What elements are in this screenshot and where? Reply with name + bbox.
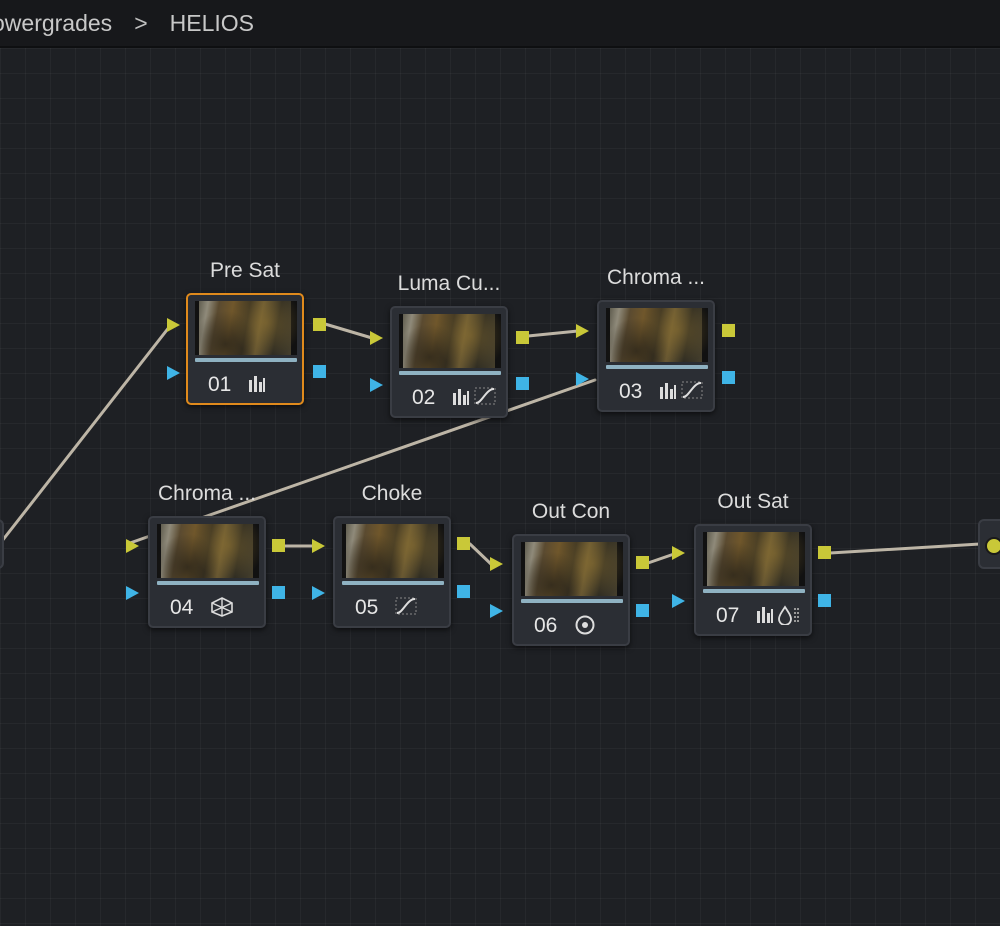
node-body[interactable]: 05 [333, 516, 451, 628]
node-label: Out Con [531, 500, 611, 523]
node-key-bar [521, 599, 623, 603]
node-02-key-output[interactable] [516, 377, 529, 390]
chevron-right-icon: > [134, 9, 148, 36]
node-01[interactable]: Pre Sat 01 [186, 259, 304, 405]
node-label: Choke [361, 482, 423, 505]
node-thumbnail [195, 301, 297, 355]
link-01-02 [323, 322, 374, 340]
node-label: Pre Sat [209, 259, 281, 282]
node-05-rgb-input[interactable] [312, 539, 325, 553]
node-key-bar [399, 371, 501, 375]
link-04-03key [128, 378, 597, 545]
node-label: Chroma ... [606, 266, 706, 289]
node-07-rgb-output[interactable] [818, 546, 831, 559]
node-03-rgb-input[interactable] [576, 324, 589, 338]
node-key-bar [195, 358, 297, 362]
node-01-key-output[interactable] [313, 365, 326, 378]
node-body[interactable]: 03 [597, 300, 715, 412]
node-05-key-output[interactable] [457, 585, 470, 598]
node-02-key-input[interactable] [370, 378, 383, 392]
custom-curve-icon [474, 387, 496, 405]
output-rgb-dot[interactable] [985, 537, 1000, 555]
source-input-node[interactable] [0, 519, 4, 569]
node-body[interactable]: 01 [186, 293, 304, 405]
node-07-key-input[interactable] [672, 594, 685, 608]
link-05-06 [468, 542, 494, 567]
node-04-rgb-output[interactable] [272, 539, 285, 552]
node-key-bar [606, 365, 708, 369]
node-03-key-input[interactable] [576, 372, 589, 386]
node-03-key-output[interactable] [722, 371, 735, 384]
qualifier-3d-icon [211, 597, 233, 617]
curves-bars-icon [249, 376, 265, 392]
node-01-rgb-input[interactable] [167, 318, 180, 332]
node-02[interactable]: Luma Cu... 02 [390, 272, 508, 418]
node-label: Luma Cu... [397, 272, 501, 295]
node-05-rgb-output[interactable] [457, 537, 470, 550]
node-06-key-input[interactable] [490, 604, 503, 618]
link-input-01 [0, 324, 172, 543]
breadcrumb: owergrades > HELIOS [0, 10, 254, 37]
node-thumbnail [606, 308, 708, 362]
node-key-bar [157, 581, 259, 585]
node-number: 03 [619, 380, 643, 403]
output-node[interactable] [978, 519, 1000, 569]
curves-bars-icon [757, 607, 773, 623]
node-number: 07 [716, 604, 740, 627]
custom-curve-icon [681, 381, 703, 399]
node-thumbnail [342, 524, 444, 578]
node-05[interactable]: Choke 05 [333, 482, 451, 628]
node-02-rgb-input[interactable] [370, 331, 383, 345]
node-label: Chroma ... [157, 482, 257, 505]
node-graph-canvas[interactable]: Pre Sat 01 Luma Cu... 02 Chroma . [0, 48, 1000, 926]
node-label: Out Sat [717, 490, 789, 513]
node-03[interactable]: Chroma ... 03 [597, 266, 715, 412]
top-bar: owergrades > HELIOS [0, 0, 1000, 48]
node-number: 04 [170, 596, 194, 619]
node-06[interactable]: Out Con 06 [512, 500, 630, 646]
node-number: 02 [412, 386, 436, 409]
node-body[interactable]: 04 [148, 516, 266, 628]
node-thumbnail [399, 314, 501, 368]
node-body[interactable]: 07 [694, 524, 812, 636]
node-05-key-input[interactable] [312, 586, 325, 600]
breadcrumb-helios[interactable]: HELIOS [169, 9, 254, 36]
curves-bars-icon [453, 389, 469, 405]
node-06-rgb-input[interactable] [490, 557, 503, 571]
node-thumbnail [521, 542, 623, 596]
hsl-drop-icon [778, 605, 799, 625]
node-body[interactable]: 02 [390, 306, 508, 418]
custom-curve-icon [395, 597, 417, 615]
node-04-key-input[interactable] [126, 586, 139, 600]
target-circle-icon [575, 615, 595, 635]
node-number: 01 [208, 373, 232, 396]
node-07-rgb-input[interactable] [672, 546, 685, 560]
node-07-key-output[interactable] [818, 594, 831, 607]
node-04-key-output[interactable] [272, 586, 285, 599]
node-06-key-output[interactable] [636, 604, 649, 617]
node-01-key-input[interactable] [167, 366, 180, 380]
node-number: 05 [355, 596, 379, 619]
node-links [0, 322, 982, 567]
curves-bars-icon [660, 383, 676, 399]
node-03-rgb-output[interactable] [722, 324, 735, 337]
node-06-rgb-output[interactable] [636, 556, 649, 569]
node-01-rgb-output[interactable] [313, 318, 326, 331]
node-thumbnail [157, 524, 259, 578]
node-body[interactable]: 06 [512, 534, 630, 646]
node-07[interactable]: Out Sat 07 [694, 490, 812, 636]
node-number: 06 [534, 614, 558, 637]
node-04-rgb-input[interactable] [126, 539, 139, 553]
node-thumbnail [703, 532, 805, 586]
node-key-bar [342, 581, 444, 585]
node-key-bar [703, 589, 805, 593]
link-07-output [828, 542, 982, 555]
breadcrumb-powergrades[interactable]: owergrades [0, 9, 113, 36]
link-02-03 [526, 329, 580, 338]
node-04[interactable]: Chroma ... 04 [148, 482, 266, 628]
node-02-rgb-output[interactable] [516, 331, 529, 344]
